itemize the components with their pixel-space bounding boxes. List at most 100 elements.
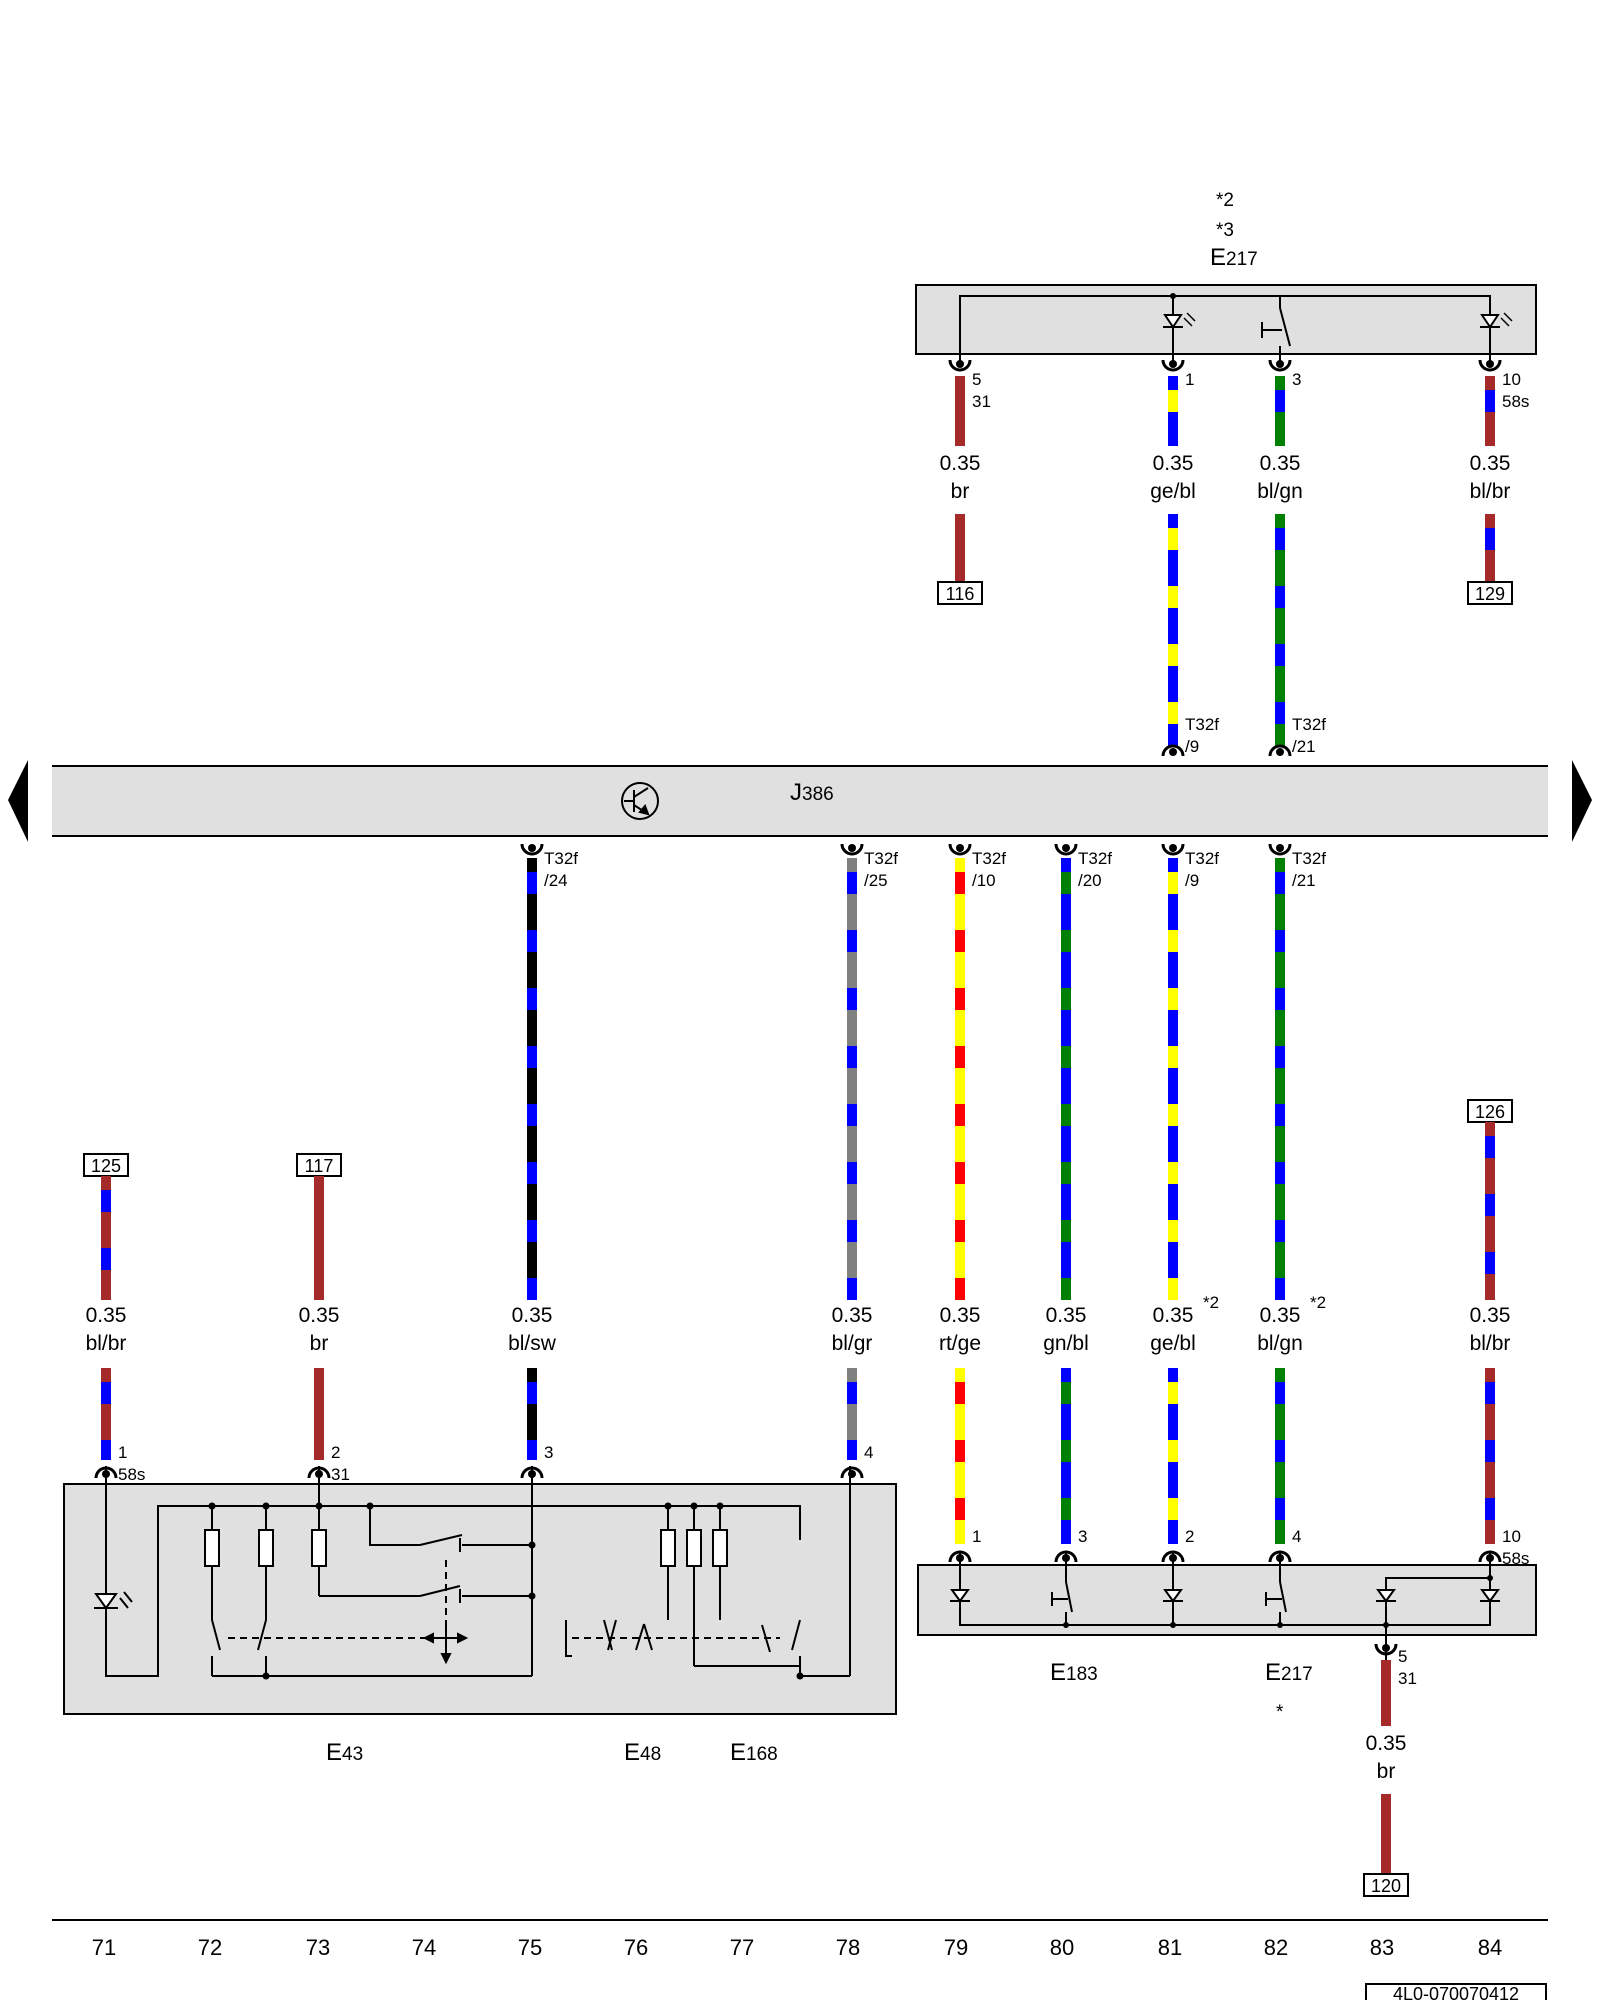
j386-bottom-conn-name: T32f xyxy=(1292,849,1326,868)
button-module-switch-icon xyxy=(1051,1581,1288,1613)
ruler-number: 73 xyxy=(306,1935,330,1960)
mirror-adjust-arrows-icon xyxy=(422,1620,469,1665)
j386-bottom-conn-name: T32f xyxy=(1185,849,1219,868)
ruler-number: 72 xyxy=(198,1935,222,1960)
star-note: * xyxy=(1276,1702,1284,1723)
wire-color: bl/gn xyxy=(1257,1332,1303,1355)
top-wire-ref-box-text: 116 xyxy=(946,584,975,604)
wire-size: 0.35 xyxy=(940,1304,981,1327)
wire-size: 0.35 xyxy=(1046,1304,1087,1327)
module-pin-number: 3 xyxy=(1078,1527,1087,1546)
module-pin-sub: 58s xyxy=(118,1465,145,1484)
module-pin-number: 10 xyxy=(1502,1527,1521,1546)
ground-wire-size: 0.35 xyxy=(1366,1732,1407,1755)
top-wire-lower xyxy=(1168,514,1178,746)
lower-wire-upper xyxy=(527,858,537,1300)
lower-wire-upper xyxy=(1061,858,1071,1300)
top-pin-number: 3 xyxy=(1292,370,1301,389)
lower-wire-lower xyxy=(527,1368,537,1460)
lower-wires: 1250.35bl/br158s1170.35br231T32f/240.35b… xyxy=(83,843,1529,1568)
j386-bottom-plug xyxy=(840,843,864,856)
lower-wire-lower xyxy=(1061,1368,1071,1544)
module-pin-number: 1 xyxy=(972,1527,981,1546)
lower-wire-lower xyxy=(1275,1368,1285,1544)
lower-wire-upper xyxy=(314,1176,324,1300)
wire-ref-box[interactable]: 117 xyxy=(296,1153,342,1177)
top-wires: 5310.35br11610.35ge/bl30.35bl/gn1058s0.3… xyxy=(937,359,1529,746)
component-label-e43: E43 xyxy=(326,1739,363,1766)
wire-ref-box-text: 126 xyxy=(1475,1102,1505,1122)
top-module-note-3: *3 xyxy=(1216,220,1234,241)
j386-bottom-conn-pin: /9 xyxy=(1185,871,1199,890)
lower-wire-upper xyxy=(847,858,857,1300)
ruler-number: 78 xyxy=(836,1935,860,1960)
next-page-arrow-icon[interactable] xyxy=(1572,760,1592,842)
component-label-e217: E217 xyxy=(1265,1659,1313,1686)
top-module-title: E217 xyxy=(1210,244,1258,271)
module-pin-sub: 58s xyxy=(1502,1549,1529,1568)
top-wire-upper xyxy=(1275,376,1285,446)
ruler-number: 71 xyxy=(92,1935,116,1960)
ruler-number: 77 xyxy=(730,1935,754,1960)
wire-color: gn/bl xyxy=(1043,1332,1089,1355)
wire-size: 0.35 xyxy=(299,1304,340,1327)
j386-top-conn-pin: /9 xyxy=(1185,737,1199,756)
wire-color: bl/br xyxy=(86,1332,127,1355)
top-wire-upper xyxy=(955,376,965,446)
wire-note: *2 xyxy=(1310,1293,1326,1312)
component-label-e183: E183 xyxy=(1050,1659,1098,1686)
top-pin-sub: 58s xyxy=(1502,392,1529,411)
top-wire-lower xyxy=(955,514,965,582)
module-pin-sub: 31 xyxy=(331,1465,350,1484)
button-module-box xyxy=(917,1564,1537,1636)
top-wire-ref-box[interactable]: 129 xyxy=(1467,581,1513,605)
previous-page-arrow-icon[interactable] xyxy=(8,760,28,842)
ruler-number: 82 xyxy=(1264,1935,1288,1960)
control-unit-j386: J386 xyxy=(52,765,1548,837)
top-wire-upper xyxy=(1168,376,1178,446)
wire-color: ge/bl xyxy=(1150,1332,1196,1355)
ruler-number: 80 xyxy=(1050,1935,1074,1960)
ground-pin-sub: 31 xyxy=(1398,1669,1417,1688)
j386-bottom-conn-pin: /20 xyxy=(1078,871,1102,890)
ground-wire-lower xyxy=(1381,1794,1391,1874)
transistor-icon xyxy=(621,782,659,820)
top-pin-number: 5 xyxy=(972,370,981,389)
top-pin-number: 10 xyxy=(1502,370,1521,389)
wire-ref-box[interactable]: 125 xyxy=(83,1153,129,1177)
top-wire-color: ge/bl xyxy=(1150,480,1196,503)
top-wire-ref-box[interactable]: 116 xyxy=(937,581,983,605)
module-pin-number: 1 xyxy=(118,1443,127,1462)
module-pin-number: 3 xyxy=(544,1443,553,1462)
component-label-e48: E48 xyxy=(624,1739,661,1766)
wire-size: 0.35 xyxy=(512,1304,553,1327)
ruler-number: 81 xyxy=(1158,1935,1182,1960)
wire-note: *2 xyxy=(1203,1293,1219,1312)
j386-bottom-conn-pin: /24 xyxy=(544,871,568,890)
j386-label: J386 xyxy=(790,779,834,806)
wire-color: bl/gr xyxy=(832,1332,873,1355)
lower-wire-lower xyxy=(1485,1368,1495,1544)
lower-wire-upper xyxy=(955,858,965,1300)
j386-bottom-conn-pin: /21 xyxy=(1292,871,1316,890)
top-module-led-icon xyxy=(1163,314,1500,329)
j386-bottom-conn-pin: /10 xyxy=(972,871,996,890)
top-wire-ref-box-text: 129 xyxy=(1475,584,1505,604)
top-module-e217: *2 *3 E217 xyxy=(915,190,1537,366)
j386-bottom-plug xyxy=(1161,843,1185,856)
wire-size: 0.35 xyxy=(1470,1304,1511,1327)
ground-pin-plug xyxy=(1374,1643,1398,1656)
top-wire-lower xyxy=(1485,514,1495,582)
top-wire-color: bl/br xyxy=(1470,480,1511,503)
top-wire-size: 0.35 xyxy=(1153,452,1194,475)
wire-color: rt/ge xyxy=(939,1332,981,1355)
wire-ref-box[interactable]: 126 xyxy=(1467,1099,1513,1123)
top-pin-plug xyxy=(948,359,972,372)
lower-wire-lower xyxy=(955,1368,965,1544)
top-pin-number: 1 xyxy=(1185,370,1194,389)
ground-ref-box[interactable]: 120 xyxy=(1363,1873,1409,1897)
top-wire-size: 0.35 xyxy=(1260,452,1301,475)
